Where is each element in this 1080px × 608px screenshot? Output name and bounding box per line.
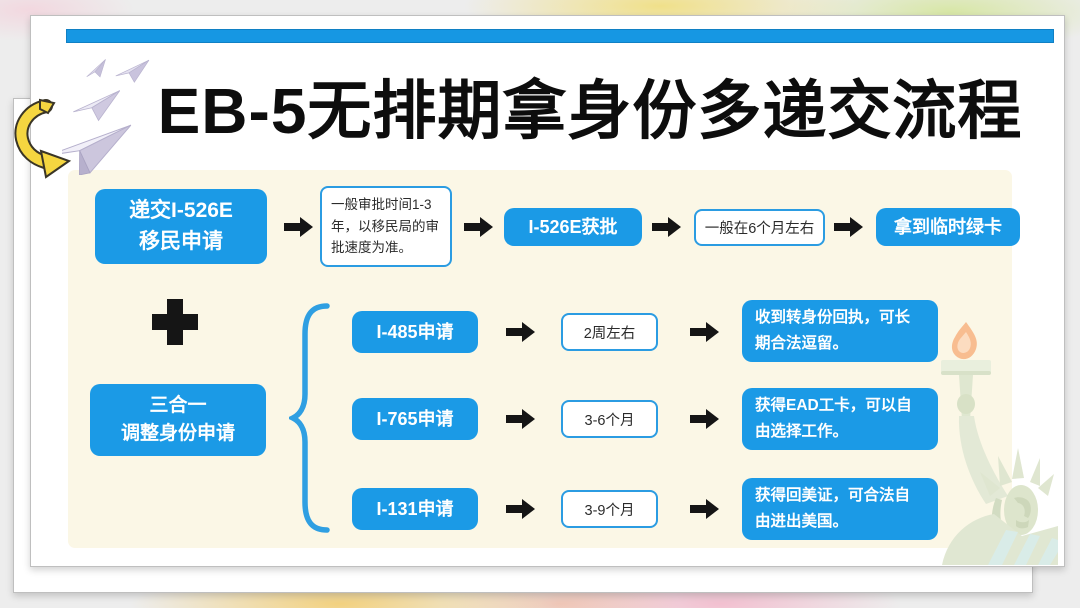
statue-of-liberty-icon [941,322,1058,565]
i526e-approved-box: I-526E获批 [504,208,642,246]
arrow-right-icon [506,499,536,519]
paper-plane-icon [62,59,150,175]
arrow-right-icon [834,217,864,237]
i485-outcome-box: 收到转身份回执，可长期合法逗留。 [742,300,938,362]
arrow-right-icon [284,217,314,237]
i485-duration-box: 2周左右 [561,313,658,351]
i131-outcome-box: 获得回美证，可合法自由进出美国。 [742,478,938,540]
arrow-right-icon [464,217,494,237]
arrow-right-icon [506,322,536,342]
arrow-right-icon [690,409,720,429]
arrow-right-icon [652,217,682,237]
i131-duration-box: 3-9个月 [561,490,658,528]
green-card-box: 拿到临时绿卡 [876,208,1020,246]
curved-arrow-icon [14,98,72,179]
i765-duration-box: 3-6个月 [561,400,658,438]
page-title: EB-5无排期拿身份多递交流程 [157,75,1023,147]
arrow-right-icon [690,322,720,342]
i131-box: I-131申请 [352,488,478,530]
approval-time-box: 一般在6个月左右 [694,209,825,246]
arrow-right-icon [506,409,536,429]
plus-icon [152,299,198,345]
submit-i526e-box: 递交I-526E 移民申请 [95,189,267,264]
i765-box: I-765申请 [352,398,478,440]
i485-box: I-485申请 [352,311,478,353]
review-note-box: 一般审批时间1-3年，以移民局的审批速度为准。 [320,186,452,267]
combo-application-box: 三合一 调整身份申请 [90,384,266,456]
arrow-right-icon [690,499,720,519]
top-accent-bar [66,29,1054,43]
brace-icon [289,303,330,533]
i765-outcome-box: 获得EAD工卡，可以自由选择工作。 [742,388,938,450]
